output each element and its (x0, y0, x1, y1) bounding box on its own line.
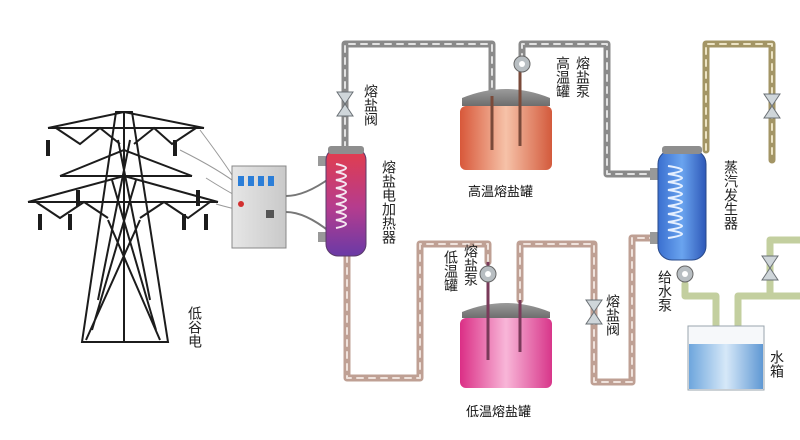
indicator-light (238, 176, 244, 186)
label-grid-power: 低谷电 (186, 306, 202, 348)
steam-generator (650, 146, 707, 283)
label-heater: 熔盐电加热器 (380, 160, 396, 244)
indicator-light (268, 176, 274, 186)
indicator-light (248, 176, 254, 186)
label-hot-tank: 高温熔盐罐 (468, 184, 533, 200)
steam-valve (763, 93, 781, 119)
heater-coil (335, 163, 347, 229)
hot-salt-tank (460, 70, 552, 170)
cold-salt-pump (479, 265, 497, 283)
cold-salt-tank (460, 262, 552, 388)
cabinet-switch (266, 210, 274, 218)
molten-salt-heater (318, 146, 367, 257)
status-light (238, 201, 244, 207)
label-feed-pump: 给水泵 (656, 270, 672, 312)
water-valve (761, 255, 779, 281)
indicator-light (258, 176, 264, 186)
steam-coil (667, 165, 683, 239)
label-hot-pump: 熔盐泵 (574, 56, 590, 98)
label-cold-tank-side: 低温罐 (442, 250, 458, 292)
label-water-tank: 水箱 (768, 350, 784, 378)
steam-pipe (702, 40, 776, 164)
label-cold-pump: 熔盐泵 (462, 244, 478, 286)
label-valve-bottom: 熔盐阀 (604, 294, 620, 337)
salt-valve-bottom (585, 299, 603, 325)
label-steam-generator: 蒸汽发生器 (722, 160, 738, 230)
label-hot-tank-side: 高温罐 (554, 55, 570, 98)
cold-salt-pipe (343, 234, 664, 386)
water-tank (687, 325, 765, 391)
control-cabinet (231, 165, 331, 249)
label-valve-top: 熔盐阀 (362, 84, 378, 127)
power-lines (179, 129, 241, 211)
salt-valve-top (336, 91, 354, 117)
hot-salt-pump (513, 55, 531, 73)
label-cold-tank: 低温熔盐罐 (466, 405, 531, 420)
insulators (38, 140, 208, 230)
transmission-tower (27, 110, 241, 343)
